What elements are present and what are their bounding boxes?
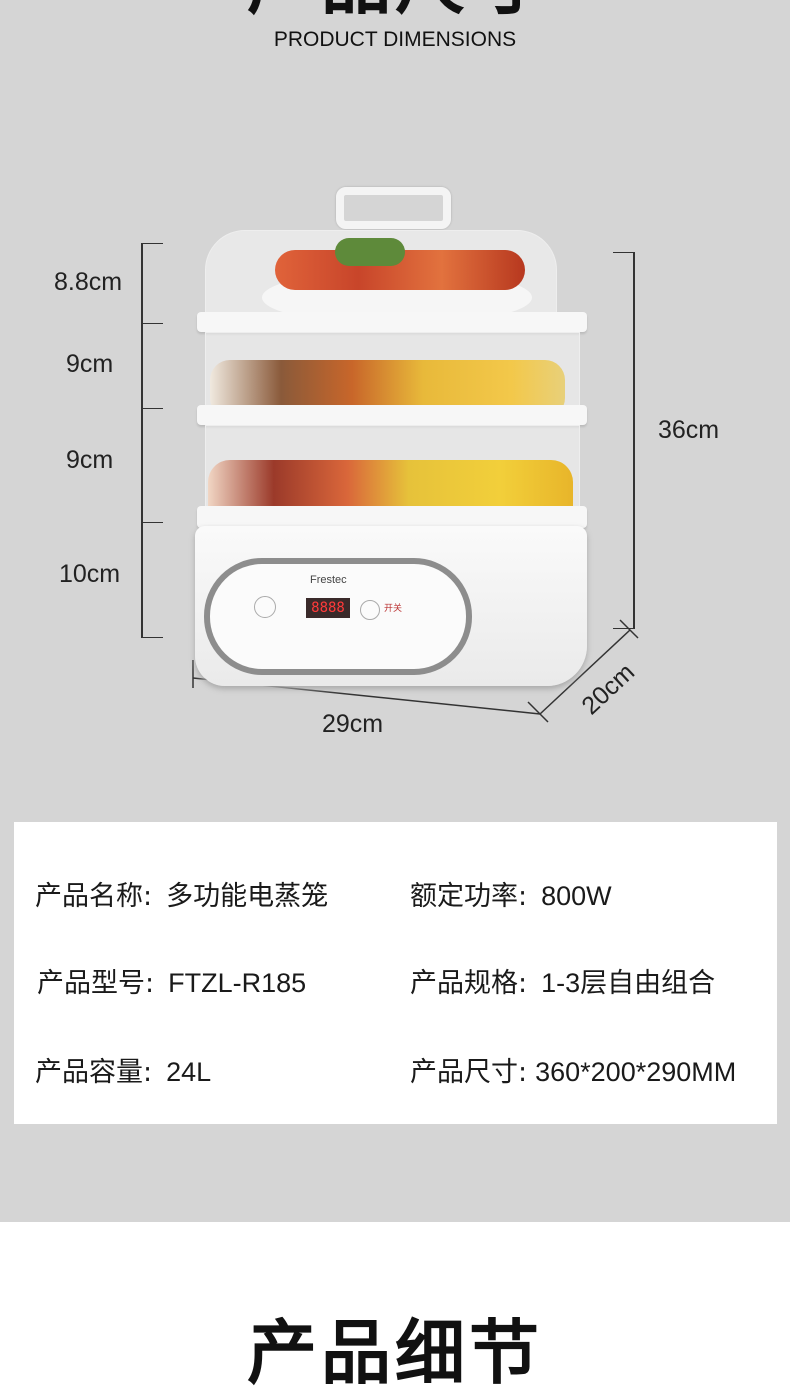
tier-rim	[197, 312, 587, 332]
spec-label: 产品尺寸:	[410, 1057, 528, 1088]
spec-label: 额定功率:	[410, 881, 528, 912]
spec-value: 24L	[166, 1057, 212, 1087]
section-subtitle: PRODUCT DIMENSIONS	[273, 28, 517, 51]
ruler-tick	[613, 628, 635, 629]
food-broccoli	[335, 238, 405, 266]
spec-label: 产品规格:	[410, 968, 528, 999]
ruler-tick	[141, 243, 163, 244]
ruler-tick	[141, 323, 163, 324]
power-button[interactable]: 开关	[384, 604, 403, 614]
spec-size: 产品尺寸:360*200*290MM	[410, 1050, 736, 1089]
spec-value: FTZL-R185	[168, 968, 307, 998]
spec-label: 产品型号:	[37, 968, 155, 999]
timer-plus-button[interactable]	[360, 600, 380, 620]
height-ruler-left	[141, 243, 143, 638]
timer-minus-button[interactable]	[254, 596, 276, 618]
spec-value: 多功能电蒸笼	[166, 881, 329, 911]
section-title: 产品尺寸	[0, 0, 790, 18]
tier-height-upper: 9cm	[66, 350, 114, 378]
control-panel: Frestec 8888 开关	[204, 558, 472, 675]
ruler-tick	[141, 522, 163, 523]
total-height: 36cm	[658, 416, 720, 444]
ruler-tick	[141, 637, 163, 638]
spec-value: 800W	[541, 881, 612, 911]
spec-value: 360*200*290MM	[535, 1057, 737, 1087]
tier-rim	[197, 405, 587, 425]
next-section-title: 产品细节	[247, 1312, 543, 1394]
ruler-tick	[141, 408, 163, 409]
spec-capacity: 产品容量: 24L	[35, 1050, 211, 1089]
spec-label: 产品名称:	[35, 881, 153, 912]
brand-logo: Frestec	[310, 574, 347, 586]
spec-label: 产品容量:	[35, 1057, 153, 1088]
led-display: 8888	[306, 598, 350, 618]
tier-height-base: 10cm	[59, 560, 121, 588]
tier-height-lower: 9cm	[66, 446, 114, 474]
spec-value: 1-3层自由组合	[541, 968, 716, 998]
ruler-tick	[613, 252, 635, 253]
spec-config: 产品规格: 1-3层自由组合	[410, 961, 715, 1000]
spec-power: 额定功率: 800W	[410, 874, 612, 913]
lid-handle	[336, 187, 451, 229]
tier-height-lid: 8.8cm	[54, 268, 123, 296]
spec-model: 产品型号: FTZL-R185	[37, 961, 306, 1000]
spec-name: 产品名称: 多功能电蒸笼	[35, 874, 328, 913]
spec-card	[14, 822, 777, 1124]
height-ruler-right	[633, 252, 635, 628]
width-dimension: 29cm	[322, 710, 384, 738]
tier-rim	[197, 506, 587, 528]
